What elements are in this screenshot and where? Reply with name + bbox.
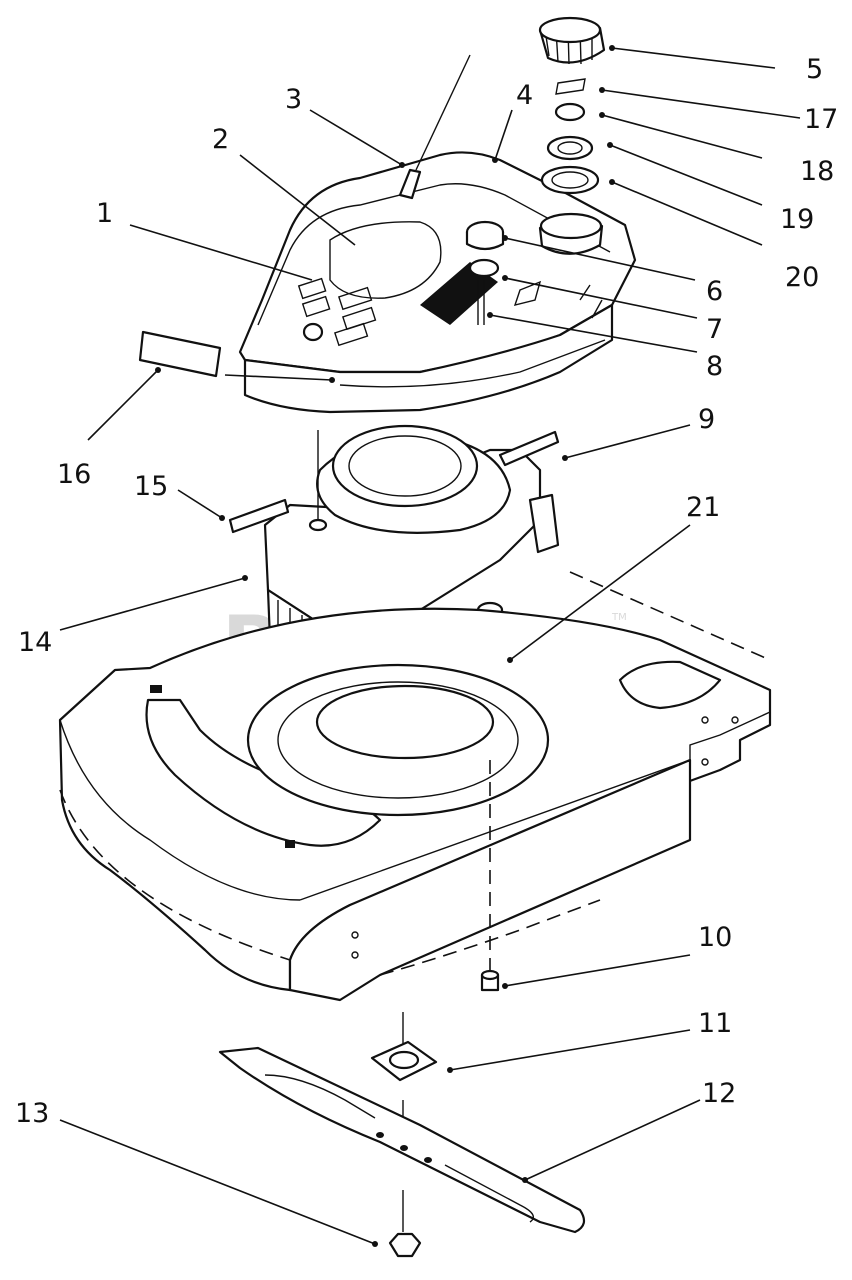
callout-12: 12 [702,1078,736,1109]
callout-3: 3 [285,84,302,115]
callout-14: 14 [18,627,52,658]
callout-10: 10 [698,922,732,953]
callout-2: 2 [212,124,229,155]
blade-nut [388,1190,422,1258]
callout-11: 11 [698,1008,732,1039]
fuel-cap-assembly [538,16,606,255]
callout-9: 9 [698,404,715,435]
watermark-trademark: TM [611,612,627,623]
callout-16: 16 [57,459,91,490]
callout-17: 17 [804,104,838,135]
blade-adapter [370,1012,438,1135]
leader-dots [155,45,615,1247]
callout-18: 18 [800,156,834,187]
callout-19: 19 [780,204,814,235]
blade-bolt [480,760,500,992]
mower-blade [218,1046,586,1234]
engine-shroud [238,151,637,414]
callout-20: 20 [785,262,819,293]
callout-4: 4 [516,80,533,111]
callout-8: 8 [706,351,723,382]
leader-lines [59,47,801,1245]
throttle-fitting [398,54,471,200]
callout-7: 7 [706,314,723,345]
decal [138,330,222,378]
callout-5: 5 [806,54,823,85]
callout-labels: 1 2 3 4 5 6 7 8 9 10 11 12 13 14 15 16 1… [15,54,838,1129]
mower-deck [58,571,772,1002]
callout-21: 21 [686,492,720,523]
callout-15: 15 [134,471,168,502]
callout-1: 1 [96,198,113,229]
callout-13: 13 [15,1098,49,1129]
callout-6: 6 [706,276,723,307]
